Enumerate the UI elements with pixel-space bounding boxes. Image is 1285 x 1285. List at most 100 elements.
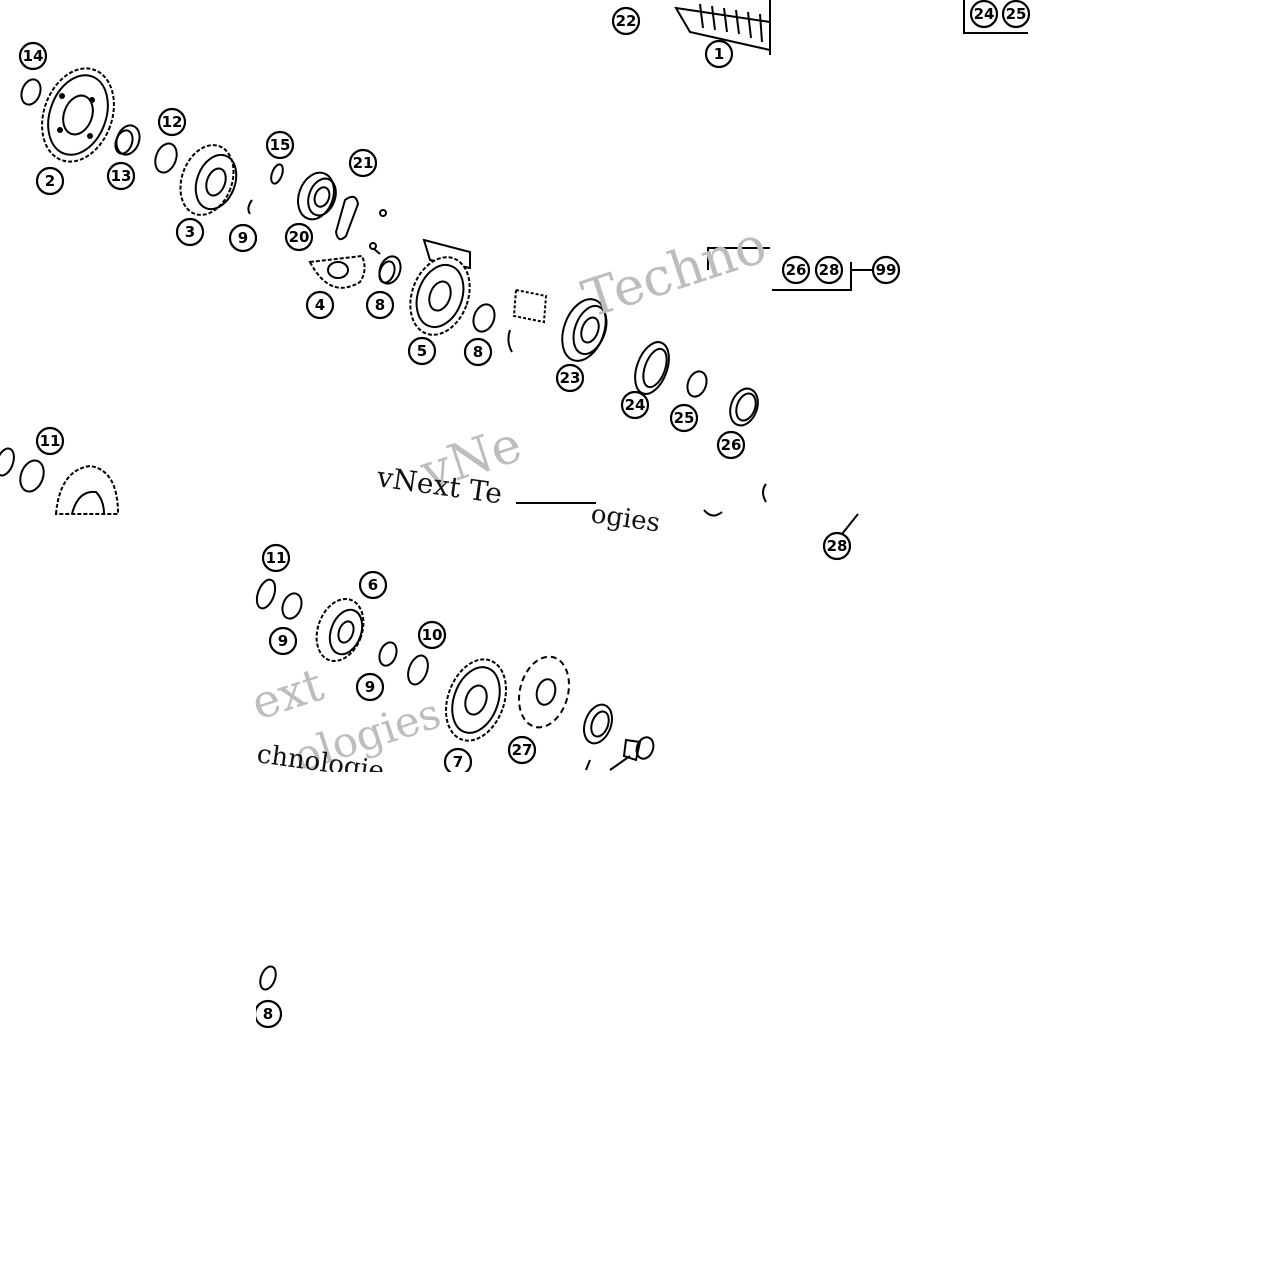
svg-text:26: 26 — [721, 436, 742, 454]
svg-text:15: 15 — [270, 136, 291, 154]
gear-7 — [445, 658, 507, 742]
callout-24: 24 — [620, 390, 650, 420]
svg-text:99: 99 — [876, 261, 897, 279]
svg-text:25: 25 — [674, 409, 695, 427]
svg-text:6: 6 — [368, 576, 378, 594]
callout-21: 21 — [348, 148, 378, 178]
o-ring-25 — [686, 370, 708, 398]
shaft-hub — [422, 238, 471, 270]
callout-4: 4 — [305, 290, 335, 320]
svg-text:21: 21 — [353, 154, 374, 172]
ring-9-c — [378, 641, 398, 667]
svg-text:22: 22 — [616, 12, 637, 30]
svg-text:26: 26 — [786, 261, 807, 279]
washer-12 — [154, 142, 178, 174]
bottom-fragment: 8 — [240, 960, 283, 1030]
bushing-8-b — [472, 303, 496, 333]
ring-fragment — [762, 483, 767, 503]
callout-20: 20 — [284, 222, 314, 252]
gear-5 — [409, 256, 471, 336]
svg-text:7: 7 — [453, 753, 463, 771]
washer-sprocket — [582, 703, 614, 745]
callout-28: 28 — [822, 531, 852, 561]
retainer-plate-21 — [334, 195, 387, 255]
callout-11-b: 11 — [261, 543, 291, 573]
svg-text:11: 11 — [266, 549, 287, 567]
callout-1: 1 — [704, 39, 734, 69]
main-shaft — [674, 0, 771, 55]
svg-text:12: 12 — [162, 113, 183, 131]
svg-text:8: 8 — [263, 1005, 273, 1023]
seal-24 — [634, 341, 670, 395]
kit-box-top: 24 25 — [963, 0, 1031, 34]
callout-8-b: 8 — [463, 337, 493, 367]
svg-text:23: 23 — [560, 369, 581, 387]
svg-text:14: 14 — [23, 47, 44, 65]
top-strip: 22 1 24 25 — [611, 0, 1031, 69]
washer-11 — [255, 578, 277, 610]
svg-text:11: 11 — [40, 432, 61, 450]
svg-text:24: 24 — [625, 396, 646, 414]
svg-text:9: 9 — [365, 678, 375, 696]
callout-23: 23 — [555, 363, 585, 393]
bearing-23 — [561, 298, 608, 362]
ring-9-b — [281, 592, 303, 620]
watermark-techno: Techno — [575, 215, 773, 330]
lower-left-fragment: 11 — [0, 426, 120, 515]
sprocket-27 — [518, 655, 570, 729]
watermark-ogies: ogies — [589, 499, 662, 538]
svg-text:28: 28 — [827, 537, 848, 555]
svg-text:10: 10 — [422, 626, 443, 644]
callout-9-c: 9 — [355, 672, 385, 702]
svg-text:2: 2 — [45, 172, 55, 190]
svg-text:9: 9 — [238, 229, 248, 247]
bushing-26 — [729, 387, 759, 427]
callout-11-a: 11 — [35, 426, 65, 456]
callout-6: 6 — [358, 570, 388, 600]
circlip-15 — [270, 163, 284, 185]
callout-26: 26 — [716, 430, 746, 460]
gear-2 — [41, 67, 115, 163]
callout-25: 25 — [669, 403, 699, 433]
watermark-ext: ext — [245, 657, 330, 731]
washer-10 — [407, 654, 429, 686]
svg-text:8: 8 — [473, 343, 483, 361]
svg-text:8: 8 — [375, 296, 385, 314]
svg-text:5: 5 — [417, 342, 427, 360]
callout-14: 14 — [18, 41, 48, 71]
callout-9-a: 9 — [228, 223, 258, 253]
kit-box-mid: 26 28 99 — [707, 247, 901, 291]
svg-text:27: 27 — [512, 741, 533, 759]
callout-5: 5 — [407, 336, 437, 366]
svg-text:28: 28 — [819, 261, 840, 279]
svg-text:9: 9 — [278, 632, 288, 650]
svg-text:3: 3 — [185, 223, 195, 241]
callout-7: 7 — [443, 747, 473, 777]
callout-3: 3 — [175, 217, 205, 247]
callout-22: 22 — [611, 6, 641, 36]
svg-text:24: 24 — [974, 5, 995, 23]
svg-text:4: 4 — [315, 296, 325, 314]
gear-6 — [315, 598, 365, 662]
callout-2: 2 — [35, 166, 65, 196]
callout-27: 27 — [507, 735, 537, 765]
bearing-20 — [297, 171, 337, 221]
gear-4 — [308, 254, 366, 289]
bushing-8-c — [259, 965, 277, 991]
callout-15: 15 — [265, 130, 295, 160]
svg-text:20: 20 — [289, 228, 310, 246]
callout-12: 12 — [157, 107, 187, 137]
gear-3 — [179, 144, 238, 216]
svg-text:13: 13 — [111, 167, 132, 185]
callout-9-b: 9 — [268, 626, 298, 656]
callout-8-c: 8 — [253, 999, 283, 1029]
svg-text:1: 1 — [714, 45, 724, 63]
upper-left-panel: 14 12 13 2 15 21 3 9 20 4 8 5 8 11 — [0, 41, 513, 515]
callout-13: 13 — [106, 161, 136, 191]
washer-14 — [20, 78, 42, 106]
callout-10: 10 — [417, 620, 447, 650]
ring-9-upper — [247, 199, 253, 215]
lower-panel: 11 6 9 10 9 27 7 ext ologies chnologie — [245, 543, 856, 972]
svg-text:25: 25 — [1006, 5, 1027, 23]
